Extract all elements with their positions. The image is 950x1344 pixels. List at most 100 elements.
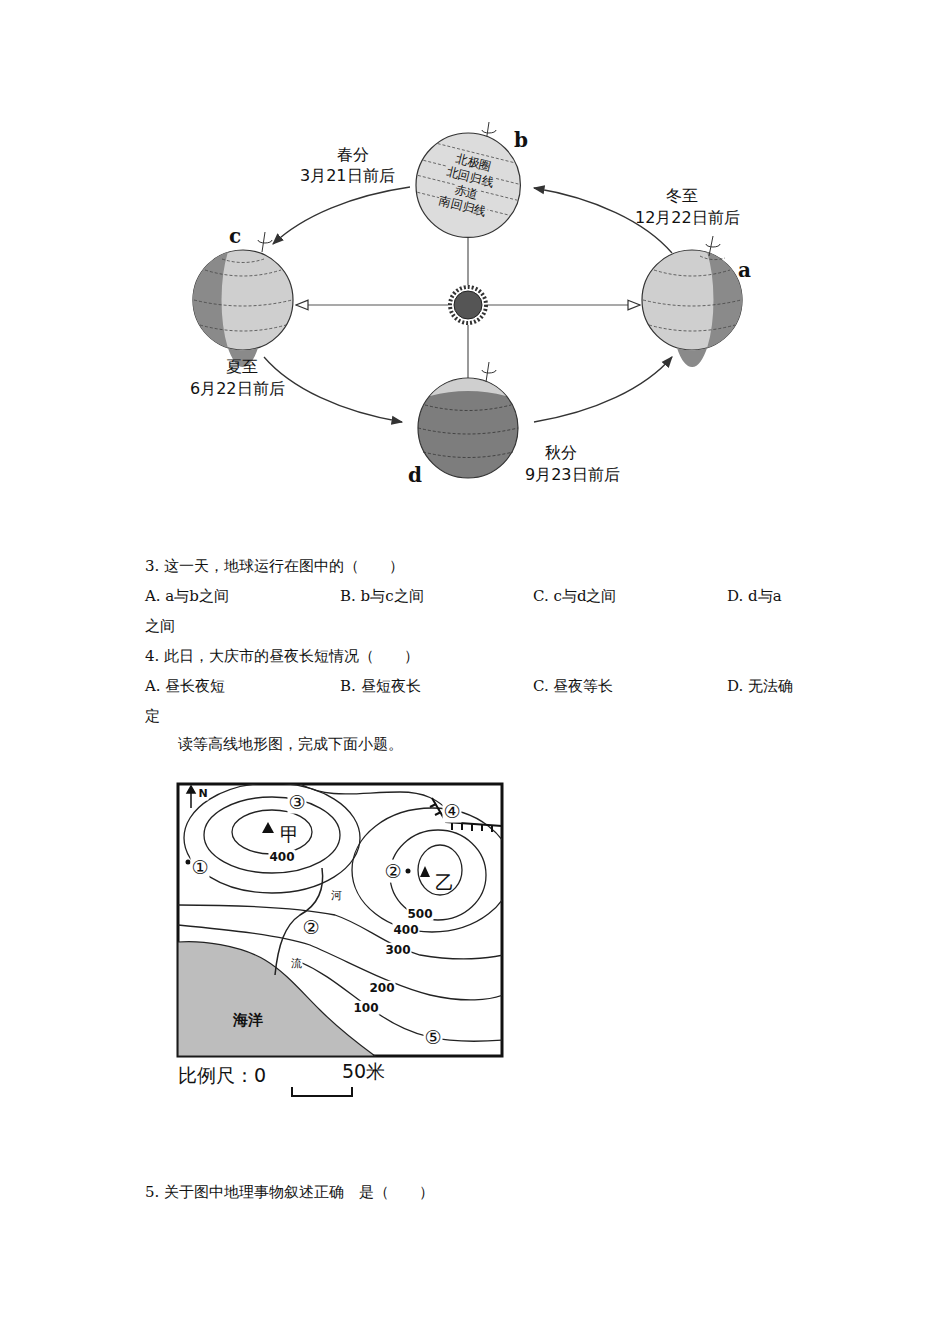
globe: [654, 270, 730, 276]
contour-value: 400: [392, 923, 419, 937]
globe: [423, 452, 513, 458]
globe: [194, 259, 292, 331]
globe: [677, 252, 742, 367]
contour-line: [178, 905, 502, 959]
contour-map: [178, 784, 502, 1056]
callout-number: ①: [190, 856, 209, 879]
date-label: 3月21日前后: [300, 166, 395, 185]
contour-value: 500: [406, 907, 433, 921]
question-text: 3. 这一天，地球运行在图中的（ ）: [145, 557, 404, 575]
river: [275, 868, 323, 975]
peak-symbol: [262, 822, 274, 833]
sea-label: 海洋: [233, 1011, 263, 1029]
globe-letter: c: [229, 224, 241, 248]
sunlight-line: [296, 236, 640, 378]
answer-option: B. b与c之间: [340, 587, 424, 605]
contour-value: 400: [268, 850, 295, 864]
date-label: 12月22日前后: [635, 208, 740, 227]
contour-value: 300: [384, 943, 411, 957]
date-label: 9月23日前后: [525, 465, 620, 484]
north-label: N: [197, 787, 208, 800]
globe: [700, 256, 725, 260]
callout-number: ②: [383, 860, 402, 883]
callout-number: ⑤: [423, 1026, 442, 1049]
date-label: 6月22日前后: [190, 379, 285, 398]
contour-value: 200: [368, 981, 395, 995]
sunlight-line: [488, 304, 640, 305]
globe: [642, 236, 742, 367]
north-arrow: [187, 786, 195, 793]
callout-number: ③: [287, 791, 306, 814]
globe: [194, 300, 292, 306]
river-label: 河: [330, 889, 343, 902]
globe: [200, 325, 286, 331]
globe: [425, 405, 511, 411]
answer-option: A. 昼长夜短: [145, 677, 225, 695]
answer-option: B. 昼短夜长: [340, 677, 421, 695]
point-dot: [406, 869, 411, 874]
contour-line: [352, 808, 502, 932]
contour-line: [300, 784, 450, 812]
globe: [222, 259, 264, 263]
answer-option: 之间: [145, 617, 175, 635]
sun: [450, 287, 486, 323]
globe: [418, 428, 518, 434]
contour-line: [184, 784, 360, 893]
globe: [418, 405, 518, 458]
globe: [709, 236, 713, 256]
contour-line: [390, 830, 486, 920]
instruction-text: 读等高线地形图，完成下面小题。: [178, 735, 403, 753]
answer-option: C. 昼夜等长: [533, 677, 613, 695]
globe-letter: d: [408, 463, 422, 487]
peak-symbol: [262, 822, 430, 877]
answer-option: D. d与a: [727, 587, 782, 605]
globe-node: 北极圈北回归线赤道南回归线: [415, 132, 521, 238]
cliff: [432, 798, 502, 826]
scale-label: 50米: [342, 1060, 385, 1083]
question-text: 4. 此日，大庆市的昼夜长短情况（ ）: [145, 647, 419, 665]
term-label: 冬至: [666, 186, 698, 205]
point-dot: [186, 860, 411, 874]
globe: [418, 362, 518, 478]
north-arrow: [187, 786, 195, 808]
contour-line: [300, 962, 502, 1041]
callout-number: ④: [442, 800, 461, 823]
scale-bar: [292, 1087, 352, 1096]
globe: [643, 300, 741, 306]
answer-option: D. 无法确: [727, 677, 793, 695]
answer-option: C. c与d之间: [533, 587, 616, 605]
globe: [418, 378, 518, 478]
globe: [430, 378, 506, 396]
contour-line: [418, 845, 462, 895]
globe-letter: b: [514, 128, 528, 152]
globe-letter: a: [738, 258, 751, 282]
term-label: 春分: [337, 145, 369, 164]
term-label: 夏至: [226, 357, 258, 376]
river-label: 流: [290, 957, 303, 970]
contour-value: 100: [352, 1001, 379, 1015]
globe: [193, 252, 258, 367]
term-label: 秋分: [545, 443, 577, 462]
globe: [706, 244, 720, 247]
sunlight-line: [467, 325, 468, 378]
scale-label: 比例尺：0: [178, 1064, 266, 1087]
globe: [193, 232, 293, 367]
globe: [486, 362, 489, 382]
sunlight-line: [296, 304, 448, 305]
callout-number: ②: [301, 916, 320, 939]
contour-line: [178, 925, 502, 1000]
globe-outline: [416, 133, 520, 237]
sun: [450, 287, 486, 323]
globe: [258, 240, 272, 243]
cliff: [430, 798, 502, 832]
orbit: [273, 187, 410, 244]
contour-line: [178, 784, 502, 1041]
orbit: [534, 357, 672, 422]
sun: [454, 291, 482, 319]
orbit: [264, 357, 402, 422]
globe: [262, 232, 265, 252]
sunlight-line: [467, 236, 468, 285]
rotation-mark: [482, 130, 496, 133]
scale-bar: [292, 1087, 352, 1096]
